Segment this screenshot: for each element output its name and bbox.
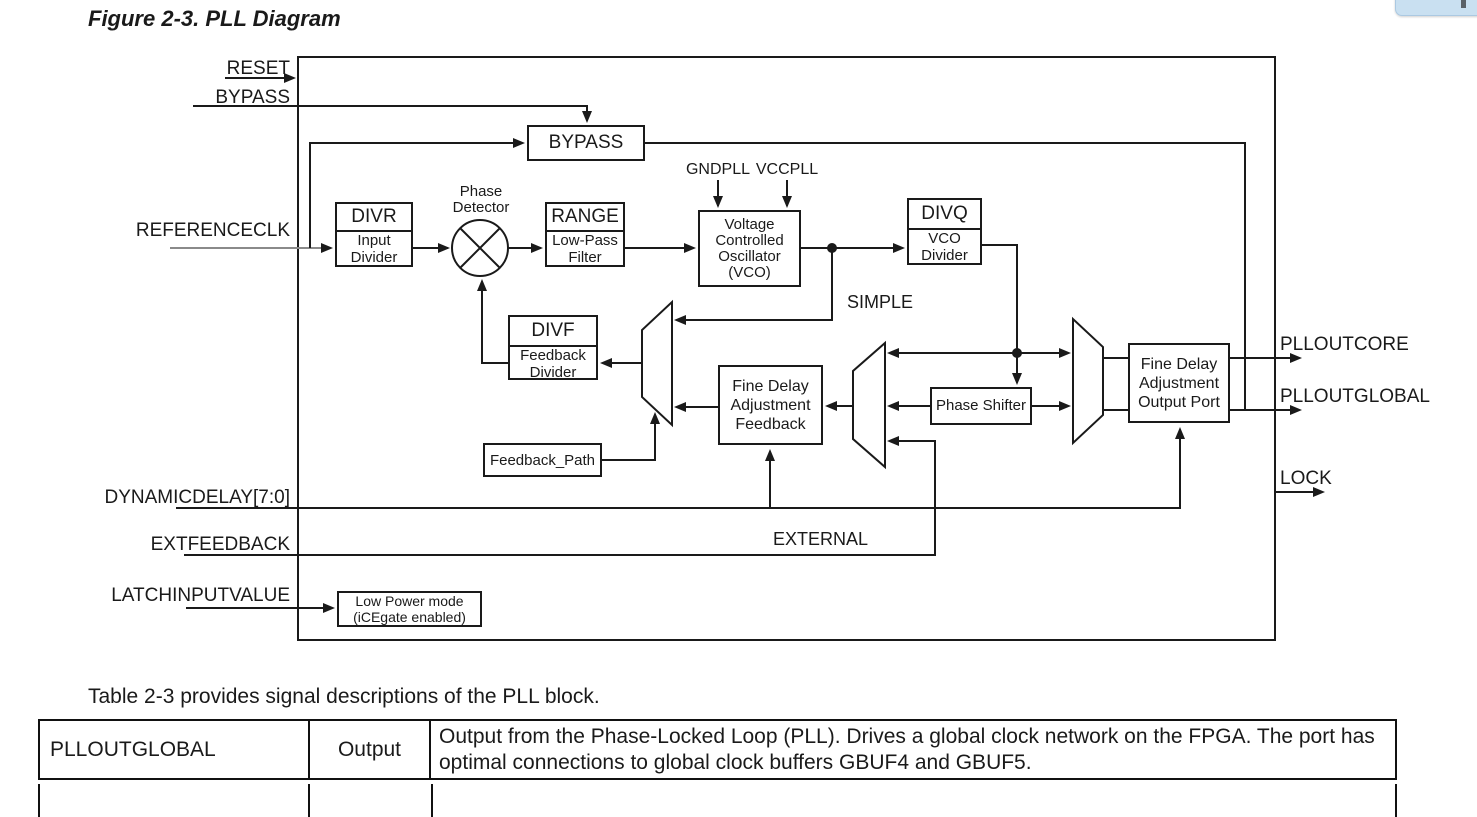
range-block: RANGE Low-Pass Filter <box>545 202 625 267</box>
signal-label-referenceclk: REFERENCECLK <box>135 220 290 241</box>
signal-label-reset: RESET <box>226 58 290 79</box>
arrowheads <box>284 73 1325 613</box>
signal-label-plloutglobal: PLLOUTGLOBAL <box>1280 386 1430 407</box>
bypass-mux-block: BYPASS <box>527 125 645 161</box>
fine-delay-output-port-block: Fine Delay Adjustment Output Port <box>1128 343 1230 423</box>
divf-block: DIVF Feedback Divider <box>508 315 598 381</box>
range-subtitle: Low-Pass Filter <box>552 232 618 266</box>
table-cell-signal: PLLOUTGLOBAL <box>40 721 310 778</box>
divf-title: DIVF <box>510 317 596 347</box>
divr-title: DIVR <box>337 204 411 232</box>
signal-label-lock: LOCK <box>1280 468 1332 489</box>
feedback-path-block: Feedback_Path <box>483 443 602 477</box>
junction-dots <box>827 243 1022 358</box>
signal-label-vccpll: VCCPLL <box>755 161 819 178</box>
phase-shifter-block: Phase Shifter <box>930 387 1032 425</box>
output-select-mux <box>1072 316 1104 446</box>
signal-label-plloutcore: PLLOUTCORE <box>1280 334 1409 355</box>
divq-title: DIVQ <box>909 200 980 230</box>
path-label-simple: SIMPLE <box>847 292 914 312</box>
divr-block: DIVR Input Divider <box>335 202 413 267</box>
signal-label-bypass: BYPASS <box>215 87 290 108</box>
pll-outer-box <box>297 56 1276 641</box>
table-cell-description: Output from the Phase-Locked Loop (PLL).… <box>439 725 1375 774</box>
phase-detector-label: Phase Detector <box>452 183 510 216</box>
signal-label-gndpll: GNDPLL <box>685 161 751 178</box>
divq-subtitle: VCO Divider <box>921 230 968 264</box>
table-cell-direction: Output <box>310 721 431 778</box>
signal-label-latchinputvalue: LATCHINPUTVALUE <box>111 585 290 606</box>
corner-button[interactable] <box>1395 0 1477 16</box>
table-next-row-partial <box>38 784 1397 817</box>
range-title: RANGE <box>547 204 623 232</box>
vco-block: Voltage Controlled Oscillator (VCO) <box>698 210 801 287</box>
signal-table: PLLOUTGLOBAL Output Output from the Phas… <box>38 719 1397 780</box>
divq-block: DIVQ VCO Divider <box>907 198 982 265</box>
divf-subtitle: Feedback Divider <box>520 347 586 381</box>
figure-title: Figure 2-3. PLL Diagram <box>88 6 341 31</box>
corner-button-icon <box>1461 0 1466 8</box>
signal-label-dynamicdelay: DYNAMICDELAY[7:0] <box>104 487 290 508</box>
feedback-select-mux <box>641 299 673 428</box>
divr-subtitle: Input Divider <box>350 232 398 266</box>
signal-label-extfeedback: EXTFEEDBACK <box>150 534 290 555</box>
low-power-mode-block: Low Power mode (iCEgate enabled) <box>337 591 482 627</box>
path-label-external: EXTERNAL <box>772 529 869 549</box>
fine-delay-feedback-block: Fine Delay Adjustment Feedback <box>718 365 823 445</box>
delay-select-mux <box>852 340 886 470</box>
table-caption: Table 2-3 provides signal descriptions o… <box>88 685 600 708</box>
